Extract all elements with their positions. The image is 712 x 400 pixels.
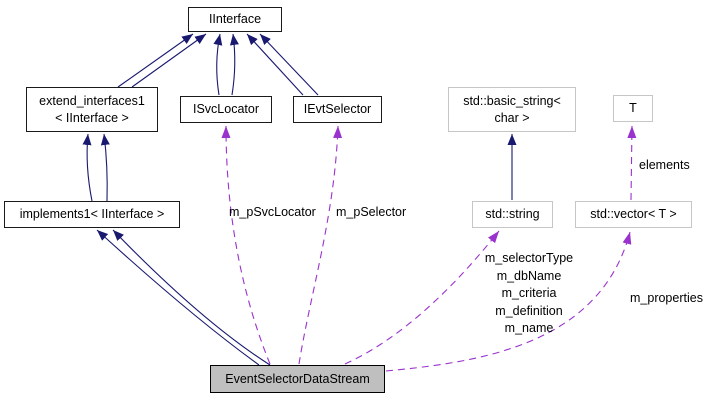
edge-label-m-pselector: m_pSelector [336,205,407,219]
edge-esds-to-implements1-1 [96,229,260,366]
node-eventselectordatastream: EventSelectorDataStream [210,365,385,393]
node-isvclocator[interactable]: ISvcLocator [180,96,272,123]
node-std-basic-string[interactable]: std::basic_string< char > [448,87,576,132]
node-std-string[interactable]: std::string [472,201,553,228]
edge-ievtselector-to-iinterface-1 [246,33,304,96]
edge-esds-uses-isvclocator [221,125,271,365]
edge-esds-uses-ievtselector [298,125,343,365]
edge-label-elements: elements [639,158,690,172]
edge-extend-to-iinterface-2 [131,33,207,88]
edge-label-m-properties: m_properties [630,291,703,305]
edge-implements1-to-extend-2 [100,133,110,202]
edge-isvclocator-to-iinterface-2 [229,33,239,96]
edge-implements1-to-extend-1 [82,133,93,202]
edge-esds-to-implements1-2 [112,229,271,366]
edge-esds-uses-stdvector [385,231,632,372]
edge-extend-to-iinterface-1 [117,33,194,88]
node-extend-interfaces1[interactable]: extend_interfaces1 < IInterface > [26,87,158,132]
edge-stdvector-uses-t [627,125,637,201]
node-iinterface[interactable]: IInterface [188,7,282,32]
edge-label-string-members: m_selectorType m_dbName m_criteria m_def… [484,251,574,335]
node-std-vector[interactable]: std::vector< T > [575,201,692,228]
node-ievtselector[interactable]: IEvtSelector [293,96,382,123]
edge-label-m-psvclocator: m_pSvcLocator [229,205,316,219]
edge-isvclocator-to-iinterface-1 [213,33,223,96]
node-implements1[interactable]: implements1< IInterface > [4,201,180,228]
edge-ievtselector-to-iinterface-2 [259,33,319,96]
node-t[interactable]: T [613,95,653,122]
